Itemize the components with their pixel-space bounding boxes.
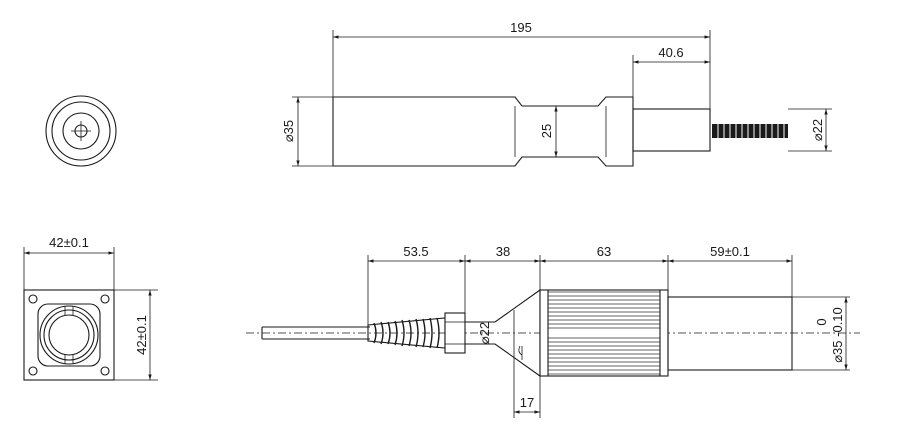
- end-view-round: [45, 95, 117, 167]
- dim-tail-diameter: ⌀35 -0.10: [830, 307, 845, 363]
- dim-neck: 25: [539, 124, 554, 138]
- dim-square-height: 42±0.1: [134, 315, 149, 355]
- dim-cap-length: 40.6: [658, 45, 683, 60]
- dim-tol-upper: 0: [814, 318, 829, 325]
- side-view-round: 195 40.6 ⌀35 25 ⌀22: [281, 20, 832, 167]
- dim-nut-diameter: ⌀22: [477, 322, 492, 344]
- dim-boot-length: 53.5: [403, 244, 428, 259]
- dim-nut-length: 38: [496, 244, 510, 259]
- spring-boot: [367, 317, 446, 349]
- threaded-rod: [712, 124, 788, 138]
- side-view-square: 53.5 38 63 59±0.1 ⌀22 17 ⌀35 -0.10 0: [246, 244, 860, 418]
- tail-tube: [667, 296, 793, 371]
- hex-nut: [444, 312, 466, 354]
- finned-housing: [539, 289, 669, 377]
- dim-body-diameter: ⌀35: [281, 120, 296, 142]
- dim-total-length: 195: [510, 20, 532, 35]
- end-view-square: 42±0.1 42±0.1: [23, 235, 158, 381]
- dim-square-width: 42±0.1: [49, 235, 89, 250]
- dim-finned-length: 63: [597, 244, 611, 259]
- dim-flange: 17: [520, 395, 534, 410]
- dim-cable-diameter: ⌀22: [810, 119, 825, 141]
- dim-tail-length: 59±0.1: [710, 244, 750, 259]
